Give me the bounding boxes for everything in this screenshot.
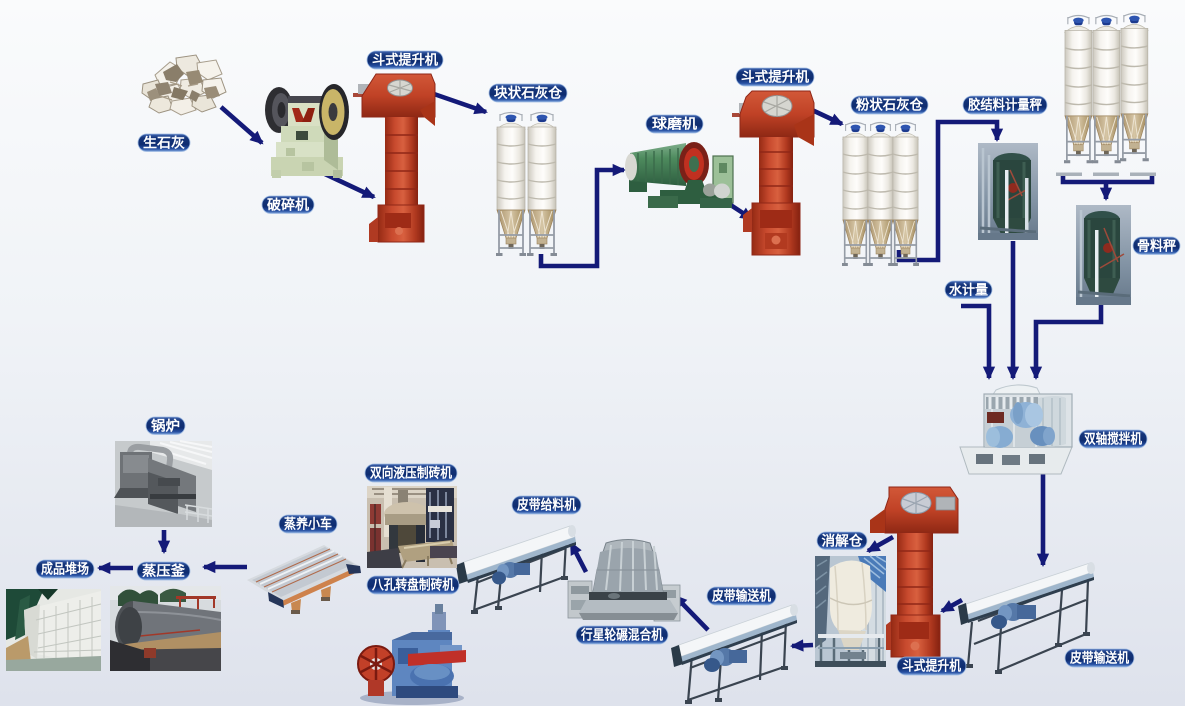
svg-text:粉状石灰仓: 粉状石灰仓	[856, 97, 923, 113]
svg-text:水计量: 水计量	[949, 282, 988, 298]
svg-text:皮带给料机: 皮带给料机	[517, 497, 576, 513]
svg-text:斗式提升机: 斗式提升机	[902, 658, 961, 674]
svg-text:消解仓: 消解仓	[822, 533, 864, 549]
svg-text:锅炉: 锅炉	[151, 418, 180, 434]
svg-text:皮带输送机: 皮带输送机	[712, 588, 771, 604]
svg-text:骨料秤: 骨料秤	[1137, 238, 1176, 254]
svg-text:行星轮碾混合机: 行星轮碾混合机	[580, 627, 663, 643]
svg-text:胶结料计量秤: 胶结料计量秤	[968, 97, 1042, 113]
svg-text:块状石灰仓: 块状石灰仓	[494, 85, 563, 101]
svg-text:斗式提升机: 斗式提升机	[741, 69, 810, 85]
svg-text:生石灰: 生石灰	[143, 135, 186, 151]
svg-text:蒸压釜: 蒸压釜	[142, 563, 186, 579]
svg-text:双轴搅拌机: 双轴搅拌机	[1084, 431, 1142, 447]
svg-text:双向液压制砖机: 双向液压制砖机	[370, 465, 452, 481]
svg-text:成品堆场: 成品堆场	[41, 561, 89, 577]
svg-text:球磨机: 球磨机	[652, 116, 698, 132]
svg-text:皮带输送机: 皮带输送机	[1070, 650, 1129, 666]
svg-text:破碎机: 破碎机	[267, 197, 310, 213]
svg-text:斗式提升机: 斗式提升机	[372, 52, 438, 68]
svg-text:八孔转盘制砖机: 八孔转盘制砖机	[371, 577, 454, 593]
svg-text:蒸养小车: 蒸养小车	[284, 516, 332, 532]
